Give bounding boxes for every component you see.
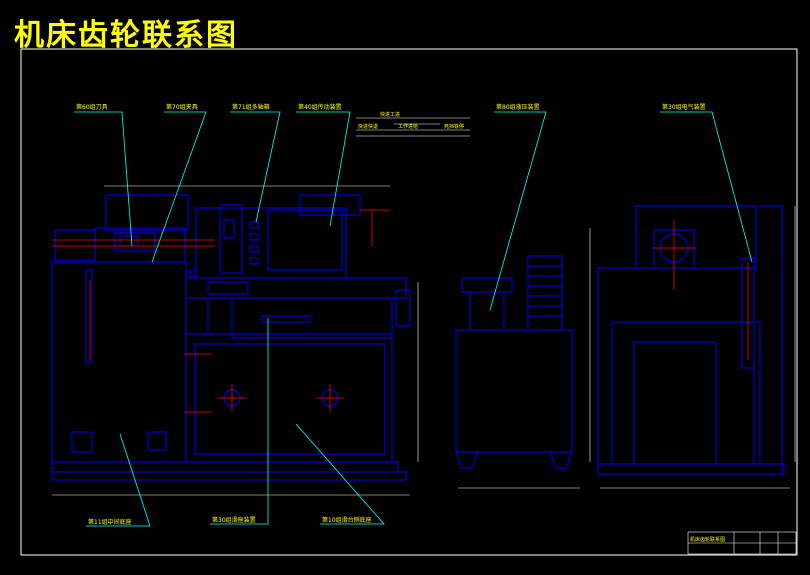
label-middle-base: 第11组中间底座: [88, 518, 132, 526]
label-drive: 第40组传动装置: [298, 103, 342, 111]
dimension-lines: [52, 185, 796, 496]
drawing-frame: [20, 48, 798, 556]
cycle-fast-return-label: 死挡铁停: [444, 123, 464, 130]
page-title: 机床齿轮联系图: [14, 18, 238, 53]
leader-lines: [74, 111, 753, 527]
electric-dimensions: [652, 220, 749, 360]
title-block-name: 机床齿轮联系图: [690, 536, 725, 543]
title-block: [687, 531, 797, 555]
electric-cabinet: [597, 205, 785, 475]
label-multi-axis: 第71组多轴箱: [232, 103, 270, 111]
cycle-work-feed-label: 工作进给: [398, 123, 418, 130]
cycle-top-label: 快进工进: [380, 111, 400, 118]
front-view-dimensions: [52, 209, 390, 413]
cycle-diagram: [356, 117, 470, 137]
hydraulic-unit: [455, 255, 573, 469]
label-hydraulic: 第80组液压装置: [496, 103, 540, 111]
cycle-fast-forward-label: 快进快退: [358, 123, 378, 130]
label-electric: 第30组电气装置: [662, 103, 706, 111]
label-tool: 第60组刀具: [76, 103, 108, 111]
label-side-base: 第10组滑台侧底座: [322, 516, 372, 524]
label-fixture: 第70组夹具: [166, 103, 198, 111]
label-slide: 第30组滑座装置: [212, 516, 256, 524]
front-view: [51, 194, 411, 481]
